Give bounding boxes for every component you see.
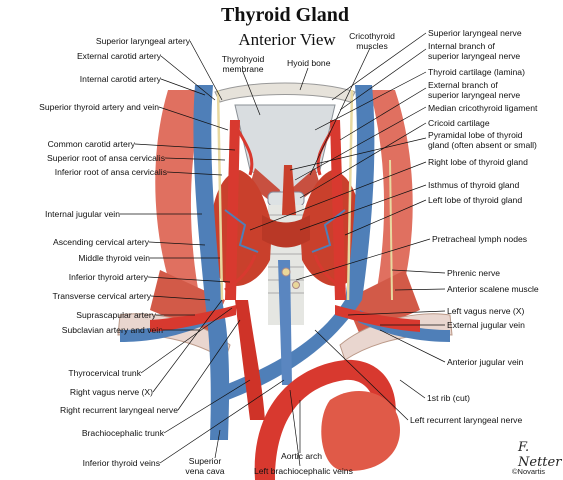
label-internal-branch-2: superior laryngeal nerve	[428, 51, 521, 61]
label-median-cricothyroid: Median cricothyroid ligament	[428, 103, 538, 113]
label-pyramidal-lobe-2: gland (often absent or small)	[428, 140, 537, 150]
label-first-rib: 1st rib (cut)	[427, 393, 470, 403]
label-right-vagus-nerve: Right vagus nerve (X)	[69, 387, 153, 397]
thyroid-right-lobe	[210, 170, 272, 287]
label-cricothyroid-muscles-1: Cricothyroid	[349, 31, 395, 41]
label-brachiocephalic-trunk: Brachiocephalic trunk	[81, 428, 164, 438]
vagus-nerve-r	[216, 89, 224, 301]
inferior-thyroid-veins	[278, 260, 292, 385]
label-external-jugular-vein: External jugular vein	[447, 320, 525, 330]
label-right-lobe: Right lobe of thyroid gland	[428, 157, 528, 167]
label-external-branch-1: External branch of	[428, 80, 498, 90]
label-inferior-thyroid-artery: Inferior thyroid artery	[68, 272, 148, 282]
label-superior-root-ansa: Superior root of ansa cervicalis	[47, 153, 165, 163]
vagus-nerve-l	[346, 89, 354, 301]
label-aortic-arch: Aortic arch	[281, 451, 323, 461]
aortic-arch-shape	[254, 359, 396, 480]
label-superior-laryngeal-artery: Superior laryngeal artery	[95, 36, 190, 46]
label-superior-vena-cava-1: Superior	[188, 456, 222, 466]
label-right-recurrent-laryngeal: Right recurrent laryngeal nerve	[60, 405, 178, 415]
label-anterior-scalene: Anterior scalene muscle	[447, 284, 539, 294]
inferior-thyroid-branches	[224, 254, 346, 292]
label-external-carotid-artery: External carotid artery	[76, 51, 161, 61]
pyramidal-lobe	[282, 165, 296, 215]
label-pyramidal-lobe-1: Pyramidal lobe of thyroid	[428, 130, 523, 140]
label-ascending-cervical-artery: Ascending cervical artery	[52, 237, 149, 247]
label-pretracheal-nodes: Pretracheal lymph nodes	[432, 234, 528, 244]
label-common-carotid-artery: Common carotid artery	[47, 139, 135, 149]
phrenic-nerve-l	[389, 159, 393, 301]
left-neck-muscle	[155, 90, 205, 300]
label-left-vagus-nerve: Left vagus nerve (X)	[447, 306, 525, 316]
subclavian-artery-r	[150, 305, 236, 332]
pretracheal-node-2	[292, 281, 300, 289]
label-superior-vena-cava-2: vena cava	[185, 466, 225, 476]
label-suprascapular-artery: Suprascapular artery	[76, 310, 156, 320]
label-internal-jugular-vein: Internal jugular vein	[44, 209, 120, 219]
label-phrenic-nerve: Phrenic nerve	[447, 268, 501, 278]
page-title: Thyroid Gland	[220, 4, 350, 26]
label-inferior-root-ansa: Inferior root of ansa cervicalis	[54, 167, 167, 177]
thyroid-isthmus	[262, 215, 310, 248]
label-cricothyroid-muscles-2: muscles	[356, 41, 388, 51]
artist-signature: F. Netter	[518, 440, 562, 470]
label-thyroid-cartilage: Thyroid cartilage (lamina)	[428, 67, 525, 77]
label-superior-laryngeal-nerve: Superior laryngeal nerve	[428, 28, 522, 38]
label-external-branch-2: superior laryngeal nerve	[428, 90, 521, 100]
label-internal-branch-1: Internal branch of	[428, 41, 495, 51]
brachiocephalic-trunk	[235, 300, 265, 420]
right-internal-jugular	[193, 85, 222, 300]
label-internal-carotid-artery: Internal carotid artery	[79, 74, 161, 84]
label-left-recurrent-laryngeal: Left recurrent laryngeal nerve	[410, 415, 523, 425]
hyoid-bone-shape	[214, 82, 356, 103]
left-internal-jugular	[345, 85, 375, 300]
label-left-brachiocephalic-veins: Left brachiocephalic veins	[254, 466, 353, 476]
page-subtitle: Anterior View	[238, 30, 336, 49]
left-common-carotid	[330, 120, 346, 300]
heart-region	[321, 391, 400, 471]
label-thyrocervical-trunk: Thyrocervical trunk	[68, 368, 141, 378]
label-middle-thyroid-vein: Middle thyroid vein	[78, 253, 150, 263]
right-brachiocephalic-vein	[205, 300, 230, 440]
pretracheal-node-1	[281, 267, 291, 277]
copyright-notice: ©Novartis	[512, 467, 546, 476]
leader-lines	[120, 32, 446, 467]
label-subclavian-artery-vein: Subclavian artery and vein	[61, 325, 163, 335]
label-inferior-thyroid-veins: Inferior thyroid veins	[82, 458, 160, 468]
label-cricoid-cartilage: Cricoid cartilage	[428, 118, 490, 128]
label-left-lobe: Left lobe of thyroid gland	[428, 195, 523, 205]
label-thyrohyoid-membrane-2: membrane	[222, 64, 264, 74]
label-thyrohyoid-membrane-1: Thyrohyoid	[221, 54, 265, 64]
label-transverse-cervical-artery: Transverse cervical artery	[52, 291, 151, 301]
label-anterior-jugular-vein: Anterior jugular vein	[447, 357, 524, 367]
label-superior-thyroid-artery-vein: Superior thyroid artery and vein	[39, 102, 159, 112]
label-hyoid-bone: Hyoid bone	[287, 58, 331, 68]
right-common-carotid	[225, 120, 240, 300]
label-isthmus: Isthmus of thyroid gland	[428, 180, 520, 190]
